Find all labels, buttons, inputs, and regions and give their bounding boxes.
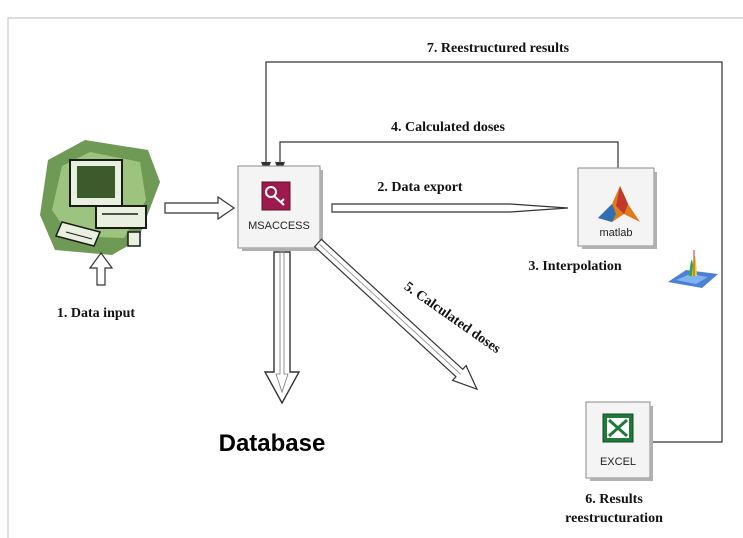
label-calculated-doses-top: 4. Calculated doses [391, 120, 506, 135]
arrow-calculated-doses-diag [313, 238, 479, 391]
matlab-label: matlab [599, 227, 632, 239]
computer-icon [40, 140, 160, 255]
arrow-data-export [331, 203, 569, 213]
access-key-icon [261, 181, 291, 211]
matlab-logo-icon [598, 186, 640, 222]
label-results-line1: 6. Results [585, 492, 643, 507]
label-database: Database [219, 430, 326, 457]
excel-label: EXCEL [600, 456, 636, 468]
msaccess-label: MSACCESS [248, 220, 310, 232]
label-data-export: 2. Data export [377, 180, 462, 195]
label-calculated-doses-diag: 5. Calculated doses [401, 279, 503, 357]
excel-sheet-icon [602, 413, 634, 443]
msaccess-node[interactable]: MSACCESS [237, 165, 323, 251]
label-interpolation: 3. Interpolation [528, 259, 622, 274]
label-results-line2: reestructuration [565, 511, 663, 526]
matlab-node[interactable]: matlab [577, 167, 657, 249]
label-reestructured-results: 7. Reestructured results [427, 41, 570, 56]
surface-plot-icon [668, 250, 718, 288]
arrow-access-to-database [263, 251, 301, 405]
arrow-reestructured-results [265, 61, 723, 443]
label-data-input: 1. Data input [57, 306, 136, 321]
arrow-calculated-doses-top [279, 141, 619, 170]
arrow-computer-to-access [164, 195, 236, 221]
arrow-data-input [88, 251, 114, 286]
excel-node[interactable]: EXCEL [585, 401, 653, 481]
